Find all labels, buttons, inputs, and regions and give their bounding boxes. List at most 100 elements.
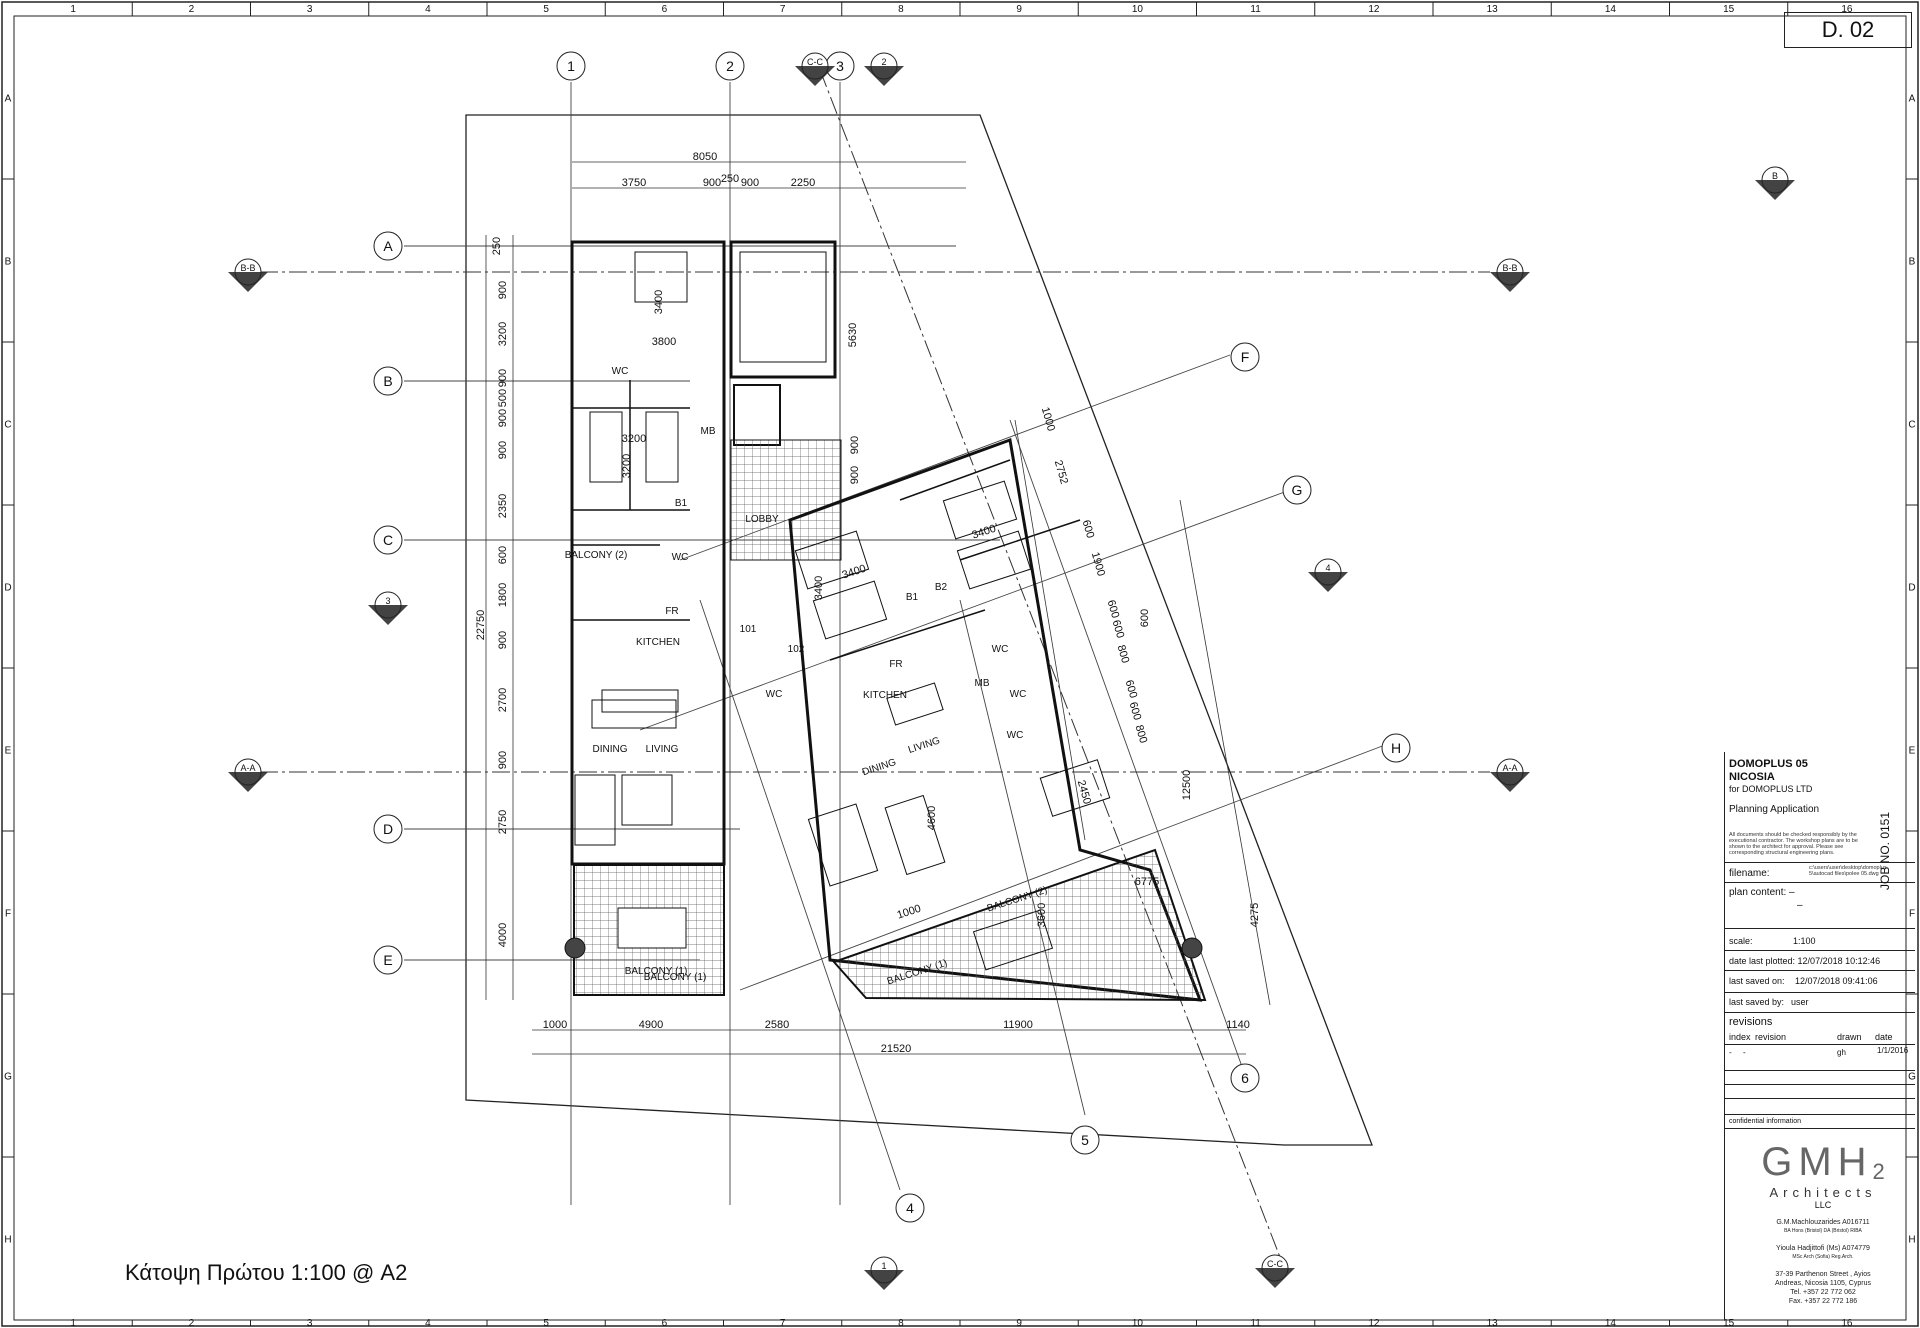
axis-bubble [1070,1125,1100,1155]
section-marker-label: B [1772,171,1778,181]
scale-value: 1:100 [1793,936,1816,946]
axis-lines [404,82,1386,1205]
room-label: KITCHEN [636,637,680,648]
room-label: MB [975,678,990,689]
section-marker-label: C-C [807,57,823,67]
section-marker-label: A-A [1502,763,1517,773]
person1-quals: BA Hons (Bristol) DA (Bristol) RIBA [1784,1228,1862,1234]
filename-path: c:\users\user\desktop\domoplus 5\autocad… [1809,865,1887,877]
address-line1: 37-39 Parthenon Street , Ayios [1775,1271,1871,1278]
grid-column-label: 8 [898,4,904,15]
tel: Tel. +357 22 772 062 [1790,1289,1856,1296]
dimension-text: 3400 [813,576,825,600]
dimension-text: 600 [497,546,509,564]
dimension-text: 1800 [497,583,509,607]
room-label: WC [1010,689,1027,700]
dimension-text: 1000 [543,1019,567,1031]
plan-content-value: – [1797,900,1803,911]
column [564,937,586,959]
dimension-text: 250 [721,173,739,185]
person2: Yioula Hadjittofi (Ms) A074779 [1776,1245,1870,1252]
section-marker-label: C-C [1267,1259,1283,1269]
date-plotted: date last plotted: 12/07/2018 10:12:46 [1729,956,1881,966]
dimension-text: 3400 [653,290,665,314]
plan-content-label: plan content: – [1729,887,1795,898]
axis-number: 6 [1241,1070,1249,1086]
dimension-text: 11900 [1003,1019,1033,1031]
axis-bubble [373,231,403,261]
grid-column-label: 8 [898,1318,904,1328]
dimension-text: 250 [491,237,503,255]
grid-row-label: H [4,1235,11,1246]
job-number: JOB NO. 0151 [1878,811,1892,890]
title-block: DOMOPLUS 05 NICOSIA for DOMOPLUS LTD Pla… [1724,752,1915,1320]
grid-column-label: 7 [780,1318,786,1328]
grid-column-label: 4 [425,1318,431,1328]
grid-column-label: 5 [543,4,549,15]
confidential-label: confidential information [1729,1118,1801,1125]
section-marker-label: B-B [240,263,255,273]
axis-letter: A [383,238,393,254]
grid-column-label: 15 [1723,4,1735,15]
firm-logo-text: GMH [1761,1140,1873,1184]
project-name: DOMOPLUS 05 [1729,758,1808,770]
person2-quals: MSc Arch (Sofia) Reg.Arch. [1792,1254,1854,1260]
room-label: FR [889,659,902,670]
grid-row-label: G [1908,1072,1916,1083]
axis-bubble [373,525,403,555]
section-marker-label: 3 [385,596,390,606]
dimension-text: 3200 [621,454,633,478]
room-label: BALCONY (1) [644,972,707,983]
grid-row-label: A [1909,94,1916,105]
grid-row-label: D [4,583,11,594]
dimension-text: 3200 [497,322,509,346]
dimension-text: 500 [497,389,509,407]
dimension-text: 900 [497,369,509,387]
dimension-text: 2350 [497,494,509,518]
grid-column-label: 10 [1132,4,1144,15]
dimension-text: 4275 [1249,903,1261,927]
rev-index-header: index [1729,1032,1751,1042]
rev-date-header: date [1875,1032,1893,1042]
grid-column-label: 7 [780,4,786,15]
dimension-text: 900 [703,177,721,189]
dimension-text: 3600 [1036,903,1048,927]
grid-row-label: D [1908,583,1915,594]
dimension-text: 600 [1080,519,1097,540]
right-apartment [788,437,1207,1002]
disclaimer: All documents should be checked responsi… [1729,832,1858,856]
dimension-text: 3200 [622,433,646,445]
dimension-text: 2250 [791,177,815,189]
grid-column-label: 11 [1250,4,1261,15]
room-label: LIVING [907,735,942,756]
rev-row-date: 1/1/2016 [1877,1046,1909,1055]
person1: G.M.Machlouzarides A016711 [1776,1219,1870,1226]
saved-on-label: last saved on: [1729,976,1785,986]
fax: Fax. +357 22 772 186 [1788,1298,1858,1305]
dimension-text: 900 [849,466,861,484]
room-label: 101 [740,624,757,635]
grid-column-label: 16 [1841,4,1853,15]
room-label: B1 [906,592,919,603]
dimension-text: 900 [497,751,509,769]
dimension-text: 600 [1123,679,1140,700]
grid-row-label: C [1908,420,1915,431]
dimension-text: 2752 [1052,459,1070,486]
dimension-text: 2450 [1075,779,1093,806]
core [729,240,842,561]
saved-by-value: user [1791,997,1809,1007]
dimension-text: 2750 [497,810,509,834]
grid-column-label: 14 [1605,1318,1617,1328]
axis-number: 1 [567,58,575,74]
room-label: DINING [593,744,628,755]
dimension-text: 22750 [475,610,487,641]
grid-row-label: F [1909,909,1915,920]
dimension-text: 1900 [1089,551,1107,578]
room-label: LIVING [646,744,679,755]
axis-number: 4 [906,1200,914,1216]
saved-by-label: last saved by: [1729,997,1785,1007]
rev-row-index: - [1729,1048,1732,1057]
section-marker-label: B-B [1502,263,1517,273]
grid-column-label: 2 [189,4,195,15]
